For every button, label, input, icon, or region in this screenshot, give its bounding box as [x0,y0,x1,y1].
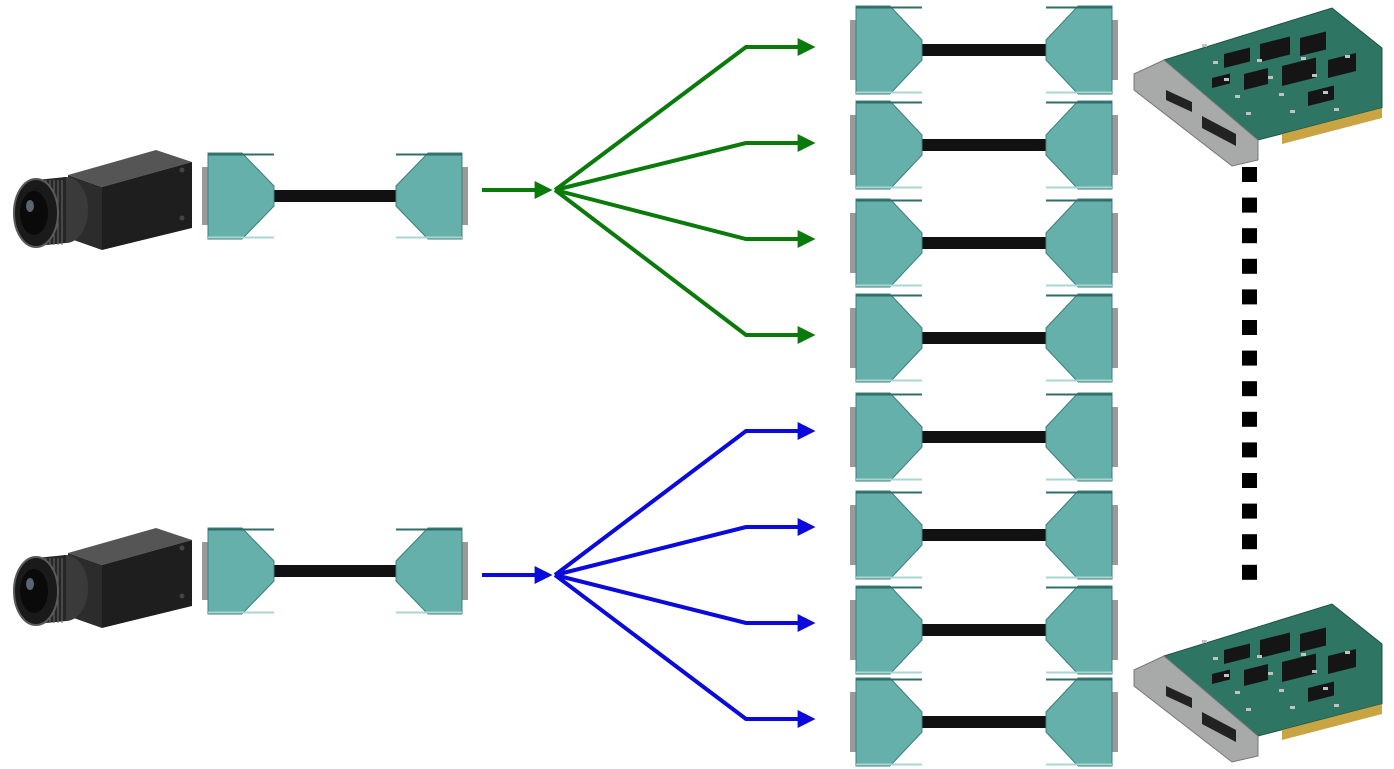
branch-arrow [553,573,816,728]
connector-icon [1045,392,1118,482]
pci-frame-grabber-icon [1133,603,1383,763]
ellipsis-dot [1242,167,1257,182]
cable [268,190,396,202]
branch-arrow [554,573,816,632]
connector-icon [850,100,923,190]
connector-icon [850,392,923,482]
connector-icon [850,5,923,95]
branch-arrow [553,188,816,344]
cable [916,431,1046,443]
pci-frame-grabber-icon [1133,7,1383,167]
connector-icon [1045,198,1118,288]
connector-icon [850,490,923,580]
connector-icon [1045,293,1118,383]
connector-icon [1045,677,1118,767]
cable-assembly [850,293,1118,383]
connector-icon [1045,585,1118,675]
branch-arrow [554,188,816,248]
cable [916,529,1046,541]
branch-arrow [554,518,816,577]
ellipsis-dot [1242,564,1257,580]
group-top-arrows [482,38,816,344]
group-bottom-arrows [482,422,816,728]
camera-icon [13,150,192,250]
branch-arrow [553,38,816,192]
connector-icon [395,527,468,615]
connector-icon [850,293,923,383]
cable [916,139,1046,151]
ellipsis-dot [1242,350,1257,366]
branch-arrow [554,134,816,192]
camera-icon [13,528,192,628]
cameras [13,150,192,628]
frame-grabber-boards [1133,7,1383,763]
connector-icon [202,152,275,240]
ellipsis-dot [1242,197,1257,213]
cable-assembly [850,490,1118,580]
ellipsis-dot [1242,228,1257,244]
cable [916,44,1046,56]
ellipsis-dot [1242,381,1257,397]
cable [268,565,396,577]
cable [916,332,1046,344]
cable-assembly [850,677,1118,767]
cable [916,237,1046,249]
connector-icon [850,677,923,767]
cable-assembly [850,392,1118,482]
cable-assembly [850,5,1118,95]
connector-icon [1045,490,1118,580]
ellipsis-dots [1242,167,1257,580]
connector-icon [850,198,923,288]
connector-icon [395,152,468,240]
ellipsis-dot [1242,258,1257,274]
ellipsis-dot [1242,442,1257,458]
connector-icon [202,527,275,615]
ellipsis-dot [1242,534,1257,550]
ellipsis-dot [1242,411,1257,427]
cable-assembly [850,585,1118,675]
cable-assembly [202,527,468,615]
ellipsis-dot [1242,320,1257,335]
ellipsis-dot [1242,473,1257,488]
cable-assemblies [202,5,1118,767]
cable [916,624,1046,636]
cable [916,716,1046,728]
cable-assembly [850,198,1118,288]
cable-assembly [850,100,1118,190]
ellipsis-dot [1242,503,1257,519]
connector-icon [850,585,923,675]
connector-icon [1045,100,1118,190]
branch-arrow [553,422,816,577]
signal-arrows [482,38,816,728]
cable-assembly [202,152,468,240]
connector-icon [1045,5,1118,95]
ellipsis-dot [1242,289,1257,305]
